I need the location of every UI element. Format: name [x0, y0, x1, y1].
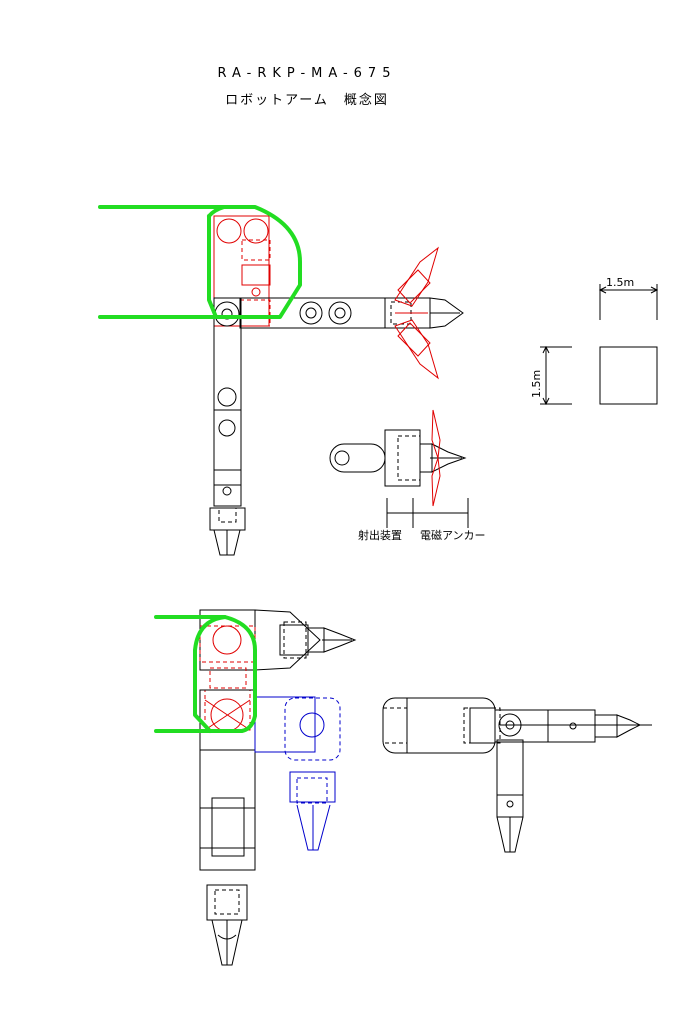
anchor-label: 電磁アンカー — [420, 529, 486, 542]
arm-side-view — [382, 697, 652, 853]
arm-folded-blue — [254, 696, 341, 851]
arm-alt-position-red-2 — [199, 625, 256, 732]
arm-folded-view — [154, 609, 357, 966]
launcher-anchor-detail — [329, 409, 469, 528]
drawing-title: ロボットアーム 概念図 — [225, 93, 389, 108]
reach-envelope-bottom — [154, 615, 257, 733]
arm-vertical-segment — [209, 297, 246, 556]
height-dimension: 1.5m — [530, 370, 543, 398]
arm-alt-position-red — [213, 215, 271, 327]
title-block: RA-RKP-MA-675 ロボットアーム 概念図 — [0, 66, 614, 108]
width-dimension: 1.5m — [606, 276, 634, 289]
launcher-label: 射出装置 — [358, 528, 402, 542]
reach-envelope-top — [98, 205, 302, 319]
arm-horizontal-segment — [239, 297, 464, 329]
gripper-rotation-red — [394, 246, 439, 380]
scale-reference — [540, 284, 659, 406]
drawing-number: RA-RKP-MA-675 — [217, 66, 397, 81]
arm-top-view — [98, 205, 464, 556]
